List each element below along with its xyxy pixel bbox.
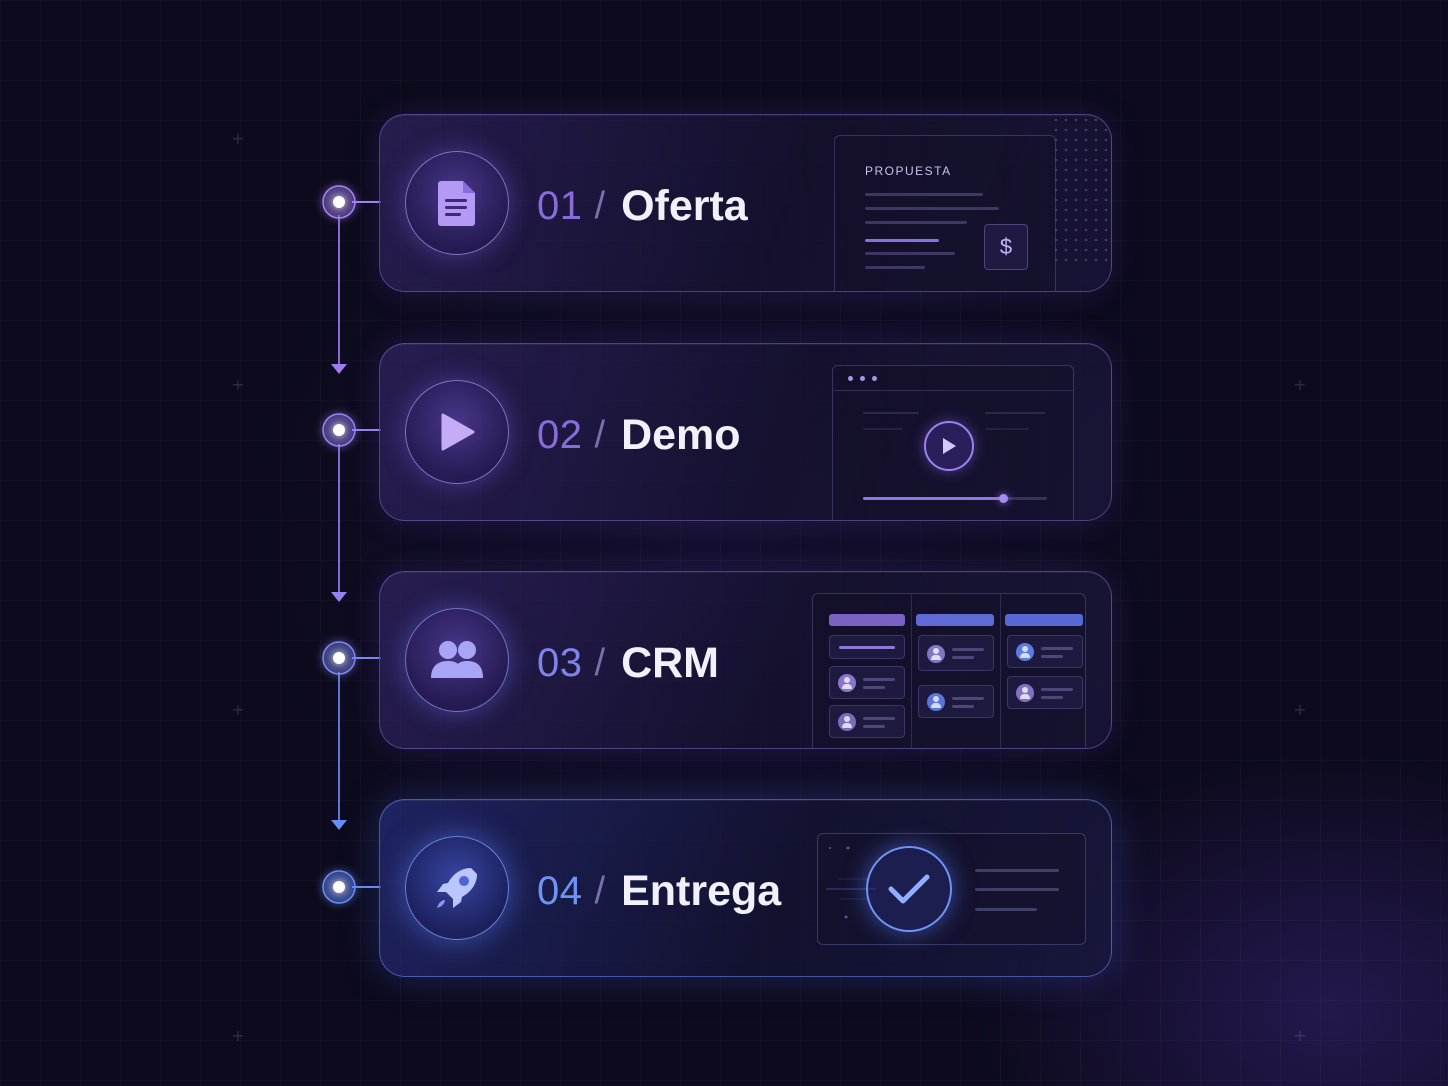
video-progress-fill	[863, 497, 1003, 500]
document-icon	[438, 181, 475, 226]
step-name: CRM	[621, 638, 719, 687]
step-icon-badge	[405, 836, 509, 940]
window-dot	[860, 376, 865, 381]
text-line	[865, 266, 925, 269]
step-name: Entrega	[621, 866, 782, 915]
text-line	[975, 888, 1059, 891]
text-line	[863, 678, 895, 681]
step-title: 04 / Entrega	[537, 866, 781, 916]
checkmark-icon	[888, 874, 930, 904]
step-separator: /	[594, 641, 606, 684]
video-progress-handle[interactable]	[998, 494, 1008, 503]
window-dot	[872, 376, 877, 381]
text-line	[865, 193, 983, 196]
step-separator: /	[594, 413, 606, 456]
dot-pattern	[1051, 115, 1111, 265]
grid-cross-marker: +	[231, 1026, 245, 1045]
window-titlebar	[833, 366, 1073, 391]
step-separator: /	[594, 184, 606, 227]
text-line	[975, 869, 1059, 872]
text-line	[863, 428, 903, 430]
play-icon	[943, 438, 956, 454]
step-title: 02 / Demo	[537, 410, 741, 460]
text-line	[952, 656, 974, 659]
step-icon-badge	[405, 380, 509, 484]
text-line	[1041, 696, 1063, 699]
step-card-crm[interactable]: 03 / CRM	[379, 571, 1112, 749]
video-progress-track[interactable]	[863, 494, 1047, 503]
step-separator: /	[594, 869, 606, 912]
avatar	[1016, 643, 1034, 661]
text-line	[975, 908, 1037, 911]
step-number: 01	[537, 183, 583, 228]
kanban-divider	[911, 594, 912, 748]
step-name: Demo	[621, 410, 741, 459]
grid-cross-marker: +	[231, 700, 245, 719]
kanban-divider	[1000, 594, 1001, 748]
step-card-oferta[interactable]: 01 / Oferta PROPUESTA $	[379, 114, 1112, 292]
text-line	[863, 717, 895, 720]
step-number: 04	[537, 868, 583, 913]
avatar	[838, 674, 856, 692]
grid-cross-marker: +	[231, 375, 245, 394]
text-line	[1041, 647, 1073, 650]
proposal-label: PROPUESTA	[865, 164, 952, 178]
avatar	[927, 693, 945, 711]
step-card-entrega[interactable]: 04 / Entrega	[379, 799, 1112, 977]
text-line	[952, 705, 974, 708]
kanban-column-header	[1005, 614, 1083, 626]
kanban-card	[829, 635, 905, 659]
avatar	[927, 645, 945, 663]
play-icon	[441, 413, 475, 451]
step-icon-badge	[405, 151, 509, 255]
avatar	[1016, 684, 1034, 702]
step-number: 02	[537, 412, 583, 457]
users-icon	[431, 641, 483, 678]
step-title: 01 / Oferta	[537, 181, 748, 231]
kanban-card	[1007, 635, 1083, 668]
step-number: 03	[537, 640, 583, 685]
video-player-preview	[832, 365, 1074, 520]
step-name: Oferta	[621, 181, 748, 230]
text-line	[1041, 655, 1063, 658]
kanban-column-header	[829, 614, 905, 626]
kanban-card	[829, 666, 905, 699]
text-line	[952, 648, 984, 651]
grid-cross-marker: +	[1293, 375, 1307, 394]
kanban-board-preview	[812, 593, 1086, 748]
text-line	[865, 207, 999, 210]
text-line	[863, 725, 885, 728]
kanban-card	[1007, 676, 1083, 709]
grid-cross-marker: +	[1293, 1026, 1307, 1045]
avatar	[838, 713, 856, 731]
check-badge	[866, 846, 952, 932]
text-line	[863, 686, 885, 689]
text-line	[985, 412, 1045, 414]
text-line	[865, 252, 955, 255]
rocket-icon	[437, 868, 477, 908]
proposal-preview: PROPUESTA $	[834, 135, 1056, 291]
text-line	[1041, 688, 1073, 691]
step-title: 03 / CRM	[537, 638, 719, 688]
delivery-preview	[817, 833, 1086, 945]
video-play-button[interactable]	[924, 421, 974, 471]
highlight-line	[865, 239, 939, 242]
step-icon-badge	[405, 608, 509, 712]
text-line	[839, 646, 895, 649]
kanban-card	[829, 705, 905, 738]
kanban-card	[918, 685, 994, 718]
grid-cross-marker: +	[231, 129, 245, 148]
price-badge: $	[984, 224, 1028, 270]
text-line	[865, 221, 967, 224]
text-line	[985, 428, 1029, 430]
text-line	[952, 697, 984, 700]
kanban-card	[918, 635, 994, 671]
dollar-icon: $	[999, 234, 1013, 259]
grid-cross-marker: +	[1293, 700, 1307, 719]
step-card-demo[interactable]: 02 / Demo	[379, 343, 1112, 521]
text-line	[863, 412, 919, 414]
window-dot	[848, 376, 853, 381]
kanban-column-header	[916, 614, 994, 626]
